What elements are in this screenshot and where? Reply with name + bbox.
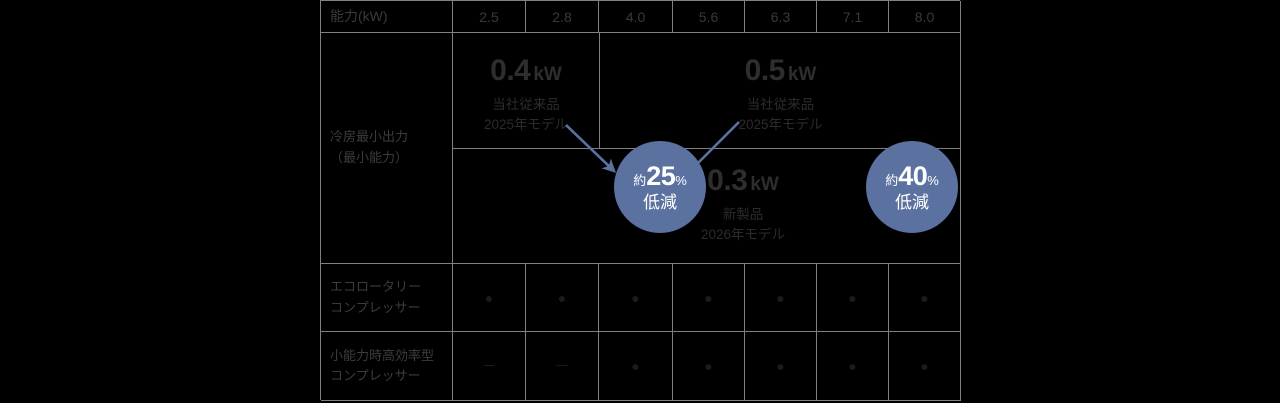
availability-mark: ● bbox=[776, 289, 785, 306]
availability-mark: ● bbox=[848, 358, 857, 374]
availability-mark: ● bbox=[631, 358, 640, 374]
capacity-header-label: 能力(kW) bbox=[330, 7, 388, 24]
column-header-2-5: 2.5 bbox=[453, 1, 526, 33]
column-header-5-6: 5.6 bbox=[673, 1, 745, 33]
eco-rotary-cell-6-3: ● bbox=[745, 264, 817, 332]
reduction-number: 25 bbox=[646, 161, 676, 191]
baseline-number: 0.4 bbox=[490, 54, 531, 87]
column-header-label: 5.6 bbox=[698, 8, 719, 25]
column-header-6-3: 6.3 bbox=[745, 1, 817, 33]
eco-rotary-cell-5-6: ● bbox=[673, 264, 745, 332]
eco-rotary-cell-7-1: ● bbox=[817, 264, 889, 332]
availability-mark: ● bbox=[704, 289, 713, 306]
reduction-prefix: 約 bbox=[885, 173, 899, 188]
new-product-caption-line1: 新製品 bbox=[722, 207, 764, 222]
availability-mark: ● bbox=[776, 358, 785, 374]
availability-mark: ● bbox=[920, 358, 929, 374]
inner-vertical-divider bbox=[599, 32, 600, 148]
column-header-label: 4.0 bbox=[625, 8, 646, 25]
eco-rotary-cell-4-0: ● bbox=[599, 264, 673, 332]
table-header-row-label: 能力(kW) bbox=[321, 1, 453, 33]
availability-mark: － bbox=[554, 357, 570, 375]
baseline-caption-line2: 2025年モデル bbox=[738, 116, 823, 132]
availability-mark: ● bbox=[631, 289, 640, 306]
reduction-badge-line2: 低減 bbox=[895, 193, 929, 212]
high-efficiency-cell-6-3: ● bbox=[745, 332, 817, 401]
availability-mark: － bbox=[481, 357, 497, 375]
column-header-label: 2.8 bbox=[552, 8, 572, 25]
reduction-number: 40 bbox=[898, 161, 928, 191]
eco-rotary-cell-2-8: ● bbox=[526, 264, 599, 332]
baseline-number: 0.5 bbox=[744, 54, 786, 87]
row-label-eco-rotary-compressor: エコロータリー コンプレッサー bbox=[321, 264, 453, 332]
reduction-percent-sign: % bbox=[675, 173, 687, 188]
high-efficiency-cell-5-6: ● bbox=[673, 332, 745, 401]
eco-rotary-cell-8-0: ● bbox=[889, 264, 961, 332]
specification-table: 能力(kW) 2.5 2.8 4.0 5.6 6.3 7.1 8.0 冷房最小出… bbox=[320, 0, 961, 401]
availability-mark: ● bbox=[704, 358, 713, 374]
new-product-caption-line2: 2026年モデル bbox=[700, 226, 786, 242]
baseline-caption-line1: 当社従来品 bbox=[492, 97, 560, 112]
reduction-prefix: 約 bbox=[633, 173, 647, 188]
baseline-unit: kW bbox=[533, 64, 562, 85]
baseline-unit: kW bbox=[787, 64, 817, 85]
reduction-badge-line1: 約25% bbox=[633, 163, 687, 190]
column-header-label: 2.5 bbox=[479, 8, 499, 25]
column-header-label: 6.3 bbox=[770, 8, 791, 25]
eco-rotary-cell-2-5: ● bbox=[453, 264, 526, 332]
reduction-badge-line2: 低減 bbox=[643, 193, 677, 212]
column-header-7-1: 7.1 bbox=[817, 1, 889, 33]
reduction-badge-25-percent: 約25% 低減 bbox=[614, 141, 706, 233]
row-label-line2: （最小能力） bbox=[330, 149, 409, 165]
high-efficiency-cell-2-8: － bbox=[526, 332, 599, 401]
high-efficiency-cell-7-1: ● bbox=[817, 332, 889, 401]
column-header-label: 8.0 bbox=[914, 8, 935, 25]
new-product-number: 0.3 bbox=[707, 164, 748, 197]
column-header-label: 7.1 bbox=[842, 8, 863, 25]
column-header-2-8: 2.8 bbox=[526, 1, 599, 33]
baseline-caption-line1: 当社従来品 bbox=[746, 97, 815, 112]
row-label-line1: 小能力時高効率型 bbox=[330, 347, 435, 363]
column-header-4-0: 4.0 bbox=[599, 1, 673, 33]
reduction-percent-sign: % bbox=[927, 173, 939, 188]
availability-mark: ● bbox=[920, 289, 929, 306]
availability-mark: ● bbox=[484, 289, 494, 306]
reduction-badge-line1: 約40% bbox=[885, 163, 939, 190]
reduction-badge-40-percent: 約40% 低減 bbox=[866, 141, 958, 233]
row-label-cooling-min-output: 冷房最小出力 （最小能力） bbox=[321, 32, 453, 264]
new-product-unit: kW bbox=[750, 174, 779, 195]
baseline-caption-line2: 2025年モデル bbox=[483, 116, 569, 132]
row-label-line1: 冷房最小出力 bbox=[330, 129, 409, 145]
row-label-line1: エコロータリー bbox=[330, 279, 422, 295]
high-efficiency-cell-4-0: ● bbox=[599, 332, 673, 401]
availability-mark: ● bbox=[848, 289, 857, 306]
row-label-low-capacity-high-efficiency-compressor: 小能力時高効率型 コンプレッサー bbox=[321, 332, 453, 401]
column-header-8-0: 8.0 bbox=[889, 1, 961, 33]
row-label-line2: コンプレッサー bbox=[330, 299, 421, 315]
high-efficiency-cell-2-5: － bbox=[453, 332, 526, 401]
availability-mark: ● bbox=[557, 289, 567, 306]
row-label-line2: コンプレッサー bbox=[330, 368, 421, 383]
high-efficiency-cell-8-0: ● bbox=[889, 332, 961, 401]
